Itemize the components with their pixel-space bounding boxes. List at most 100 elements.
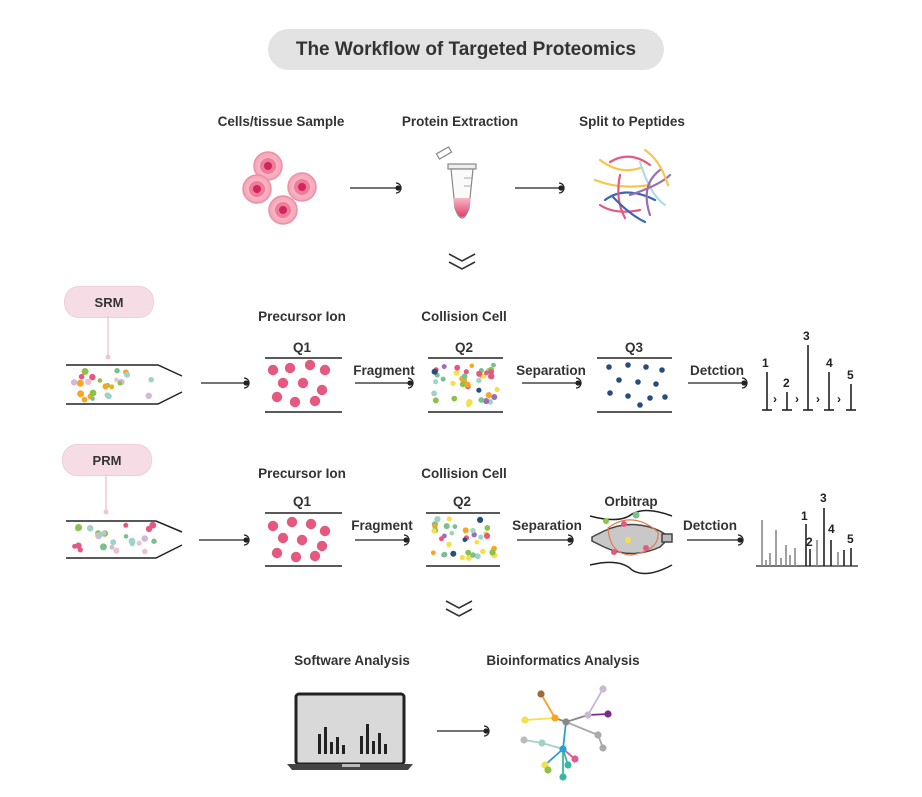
particle — [459, 554, 465, 561]
prm-peak-label: 5 — [847, 532, 854, 546]
particle — [81, 368, 89, 375]
particle — [90, 396, 95, 401]
arrow-connector — [437, 725, 490, 737]
particle — [286, 516, 298, 528]
particle — [267, 364, 279, 376]
srm-separator: › — [816, 392, 820, 406]
prm-source-tube — [66, 520, 183, 559]
network-node — [584, 711, 592, 719]
particle — [446, 516, 452, 522]
particle — [466, 402, 471, 408]
prm-peak-label: 1 — [801, 509, 808, 523]
arrow-dot — [243, 537, 249, 543]
particle — [86, 525, 94, 532]
particle — [309, 550, 321, 562]
particle — [440, 376, 446, 382]
particle — [478, 534, 484, 540]
prm-peak-label: 3 — [820, 491, 827, 505]
prm-spectrum — [756, 508, 858, 567]
srm-q1-label: Q1 — [292, 340, 312, 355]
particle — [145, 392, 152, 399]
srm-q2-label: Q2 — [454, 340, 474, 355]
particle — [305, 518, 317, 530]
particle — [77, 390, 85, 398]
peptides-icon — [593, 148, 672, 224]
particle — [110, 539, 117, 546]
srm-connector-dot — [105, 354, 111, 360]
particle — [489, 549, 496, 556]
particle — [431, 368, 438, 375]
particle — [271, 391, 283, 403]
particle — [117, 380, 123, 386]
particle — [476, 370, 483, 377]
spectrum-peak — [803, 345, 813, 411]
particle — [114, 377, 119, 383]
particle — [271, 547, 283, 559]
arrow-arc — [243, 534, 250, 546]
particle — [470, 552, 476, 558]
srm-separator: › — [773, 392, 777, 406]
srm-pill: SRM — [64, 286, 154, 318]
srm-collision-label: Collision Cell — [421, 309, 507, 324]
particle — [461, 373, 468, 380]
particle — [459, 381, 466, 388]
page-title: The Workflow of Targeted Proteomics — [295, 38, 637, 60]
particle — [319, 525, 331, 537]
particle — [430, 550, 436, 556]
arrow-arc — [403, 534, 410, 546]
particle — [141, 535, 149, 542]
particle — [145, 525, 153, 533]
particle — [483, 398, 490, 405]
particle — [462, 537, 468, 543]
srm-peak-label: 1 — [762, 356, 769, 370]
particle — [316, 384, 328, 396]
arrow-connector — [355, 377, 414, 389]
particle — [484, 370, 489, 376]
particle — [267, 520, 279, 532]
particle — [488, 373, 495, 380]
particle — [494, 386, 500, 393]
particle — [431, 390, 437, 397]
particle — [309, 395, 321, 407]
particle — [485, 392, 492, 399]
particle — [606, 364, 612, 370]
network-edge — [524, 717, 556, 721]
particle — [319, 364, 331, 376]
prm-connector-dot — [103, 509, 109, 515]
particle — [470, 527, 476, 534]
arrow-arc — [558, 182, 565, 194]
particle — [431, 528, 437, 534]
particle — [454, 364, 461, 371]
particle — [78, 373, 85, 380]
particle — [643, 364, 649, 370]
arrow-connector — [355, 534, 410, 546]
srm-separation-label: Separation — [516, 363, 586, 378]
particle — [89, 389, 97, 397]
network-edge — [544, 748, 564, 766]
particle — [484, 525, 491, 531]
srm-q3-label: Q3 — [624, 340, 644, 355]
network-node — [520, 736, 528, 744]
particle — [89, 373, 96, 381]
laptop-icon — [287, 692, 413, 770]
particle — [464, 381, 471, 388]
prm-peak-label: 4 — [828, 522, 835, 536]
label-bioinformatics-analysis: Bioinformatics Analysis — [486, 653, 640, 668]
particle — [81, 396, 88, 403]
arrow-connector — [688, 377, 748, 389]
arrow-connector — [201, 377, 250, 389]
spectrum-peak — [762, 372, 772, 411]
prm-collision-label: Collision Cell — [421, 466, 507, 481]
particle — [148, 376, 154, 383]
arrow-connector — [199, 534, 250, 546]
particle — [142, 548, 148, 555]
particle — [637, 402, 643, 408]
network-edge — [587, 688, 604, 716]
arrow-connector — [522, 377, 582, 389]
cell-icon — [287, 172, 317, 202]
particle — [85, 378, 92, 385]
network-edge — [565, 714, 589, 723]
arrow-dot — [407, 380, 413, 386]
arrow-connector — [517, 534, 574, 546]
